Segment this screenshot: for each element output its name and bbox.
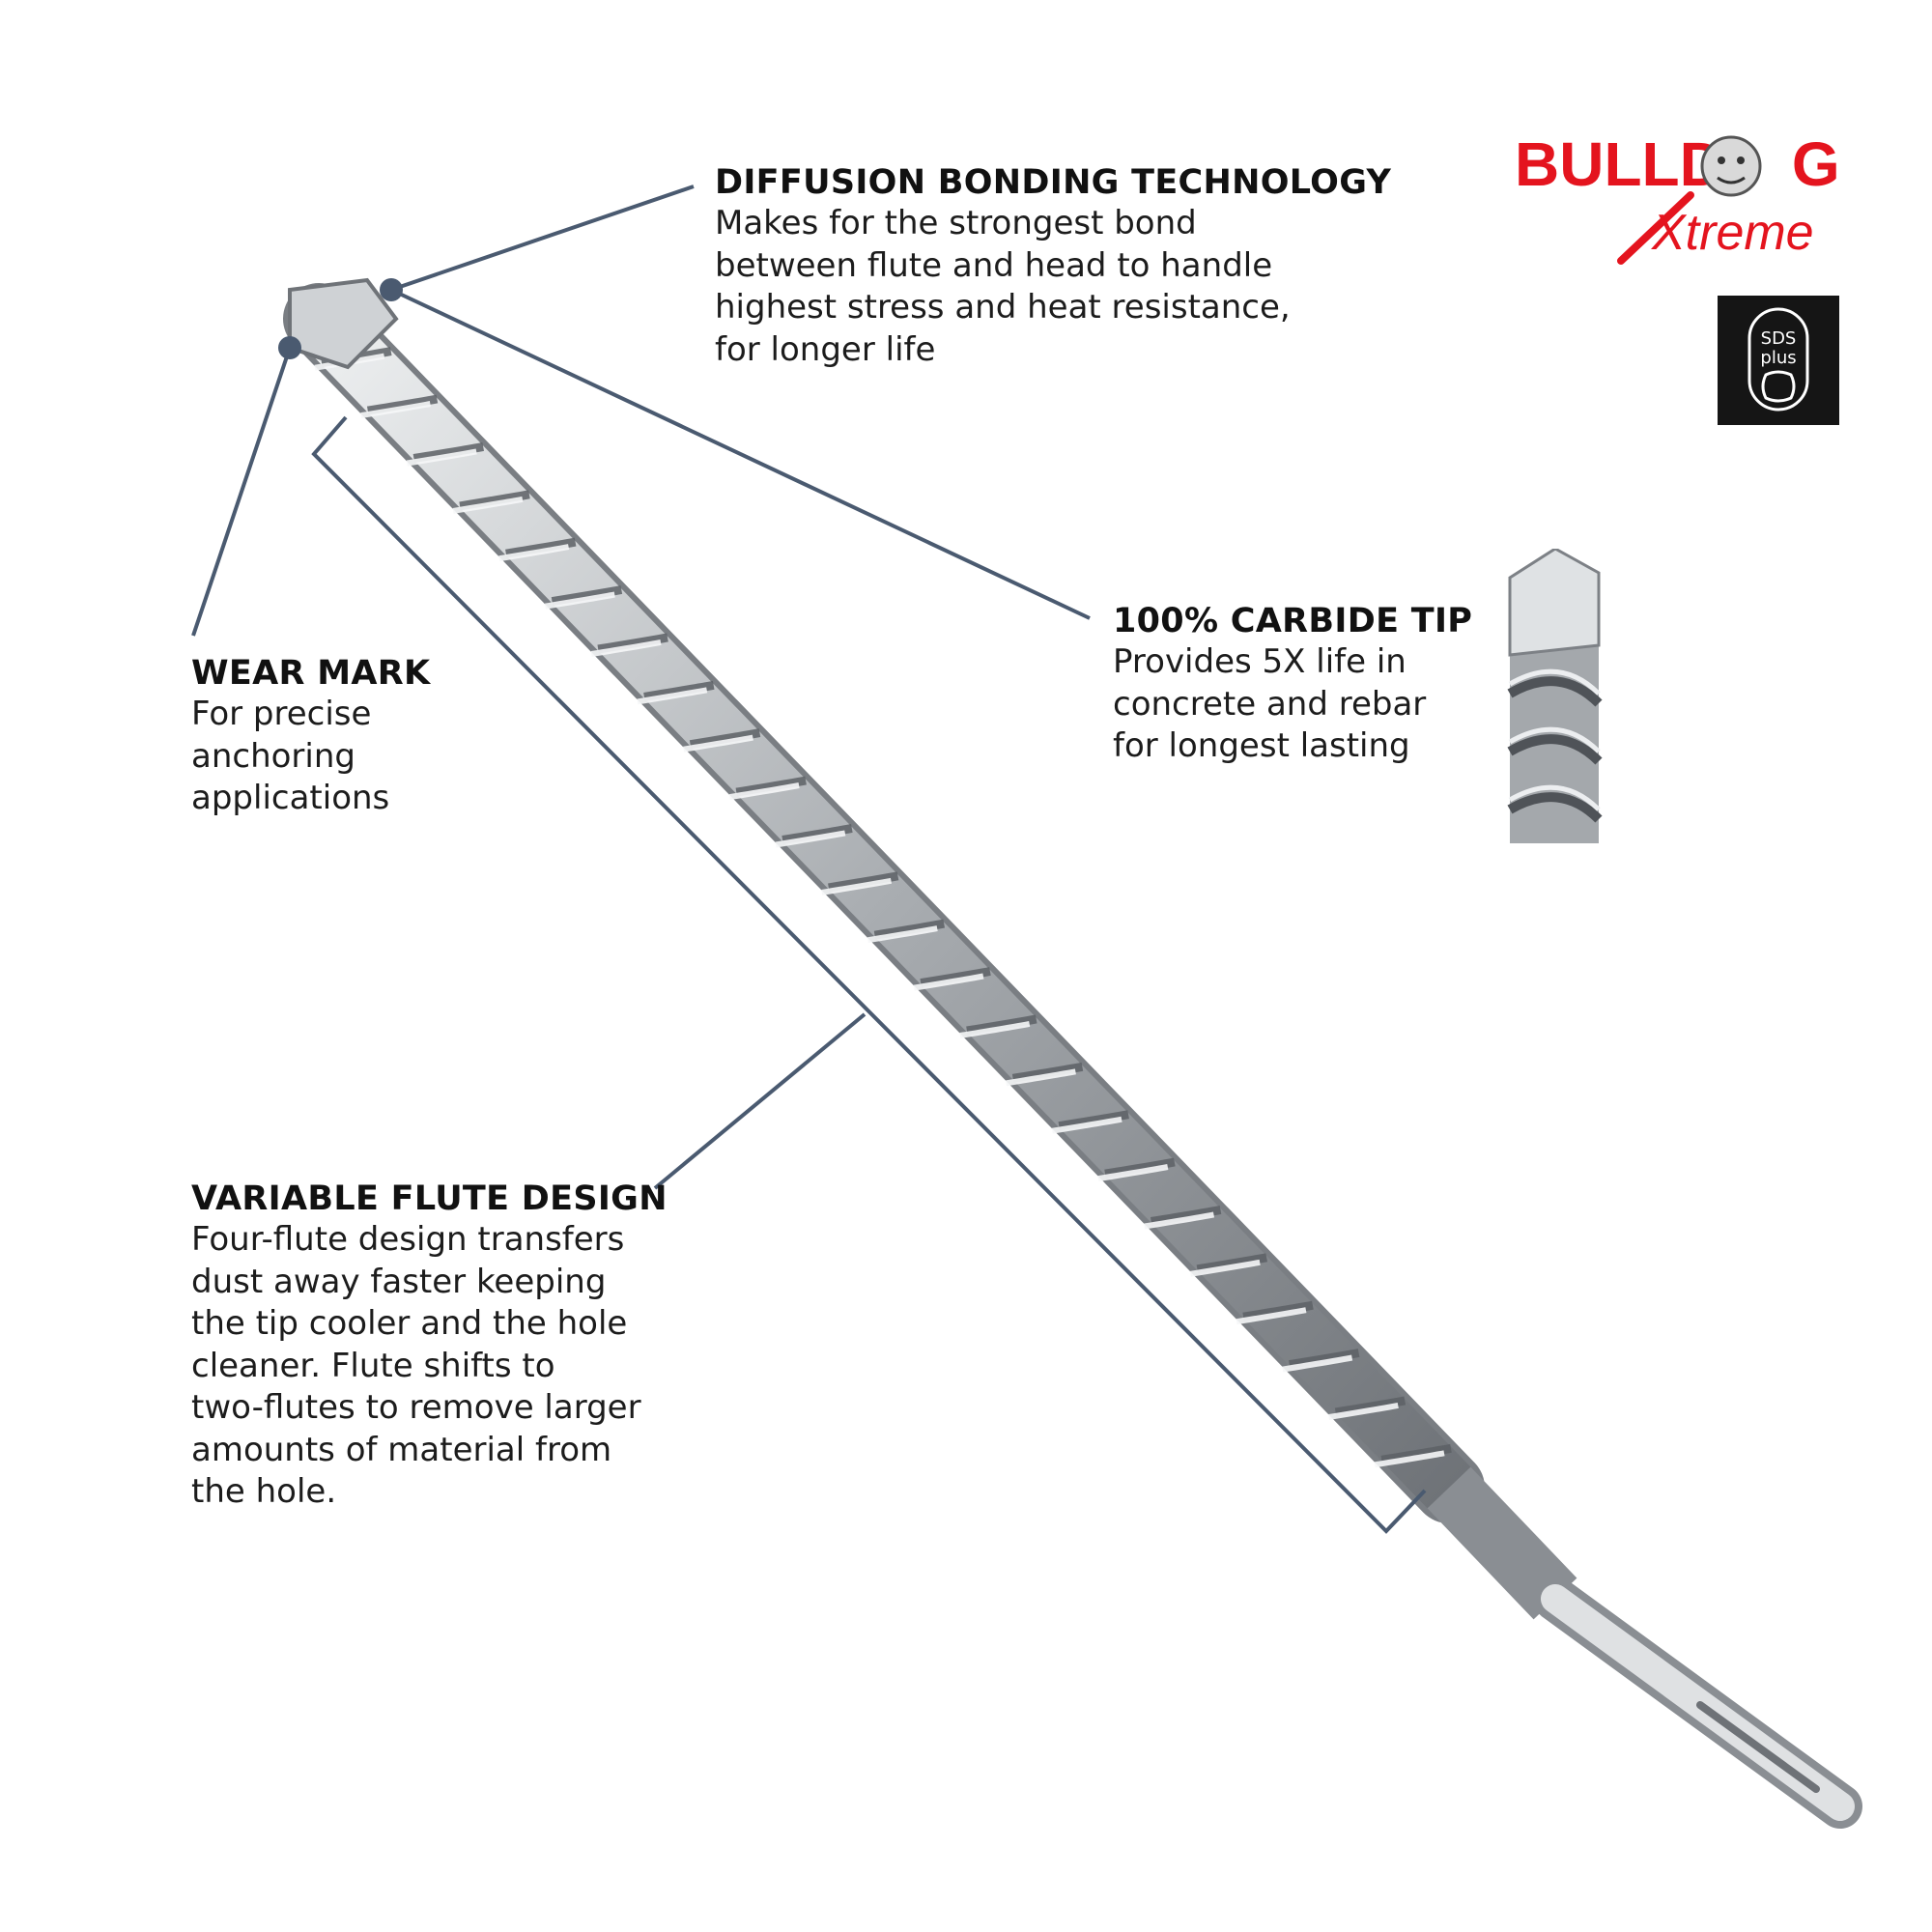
flute-highlight — [728, 782, 800, 801]
flute-highlight — [545, 591, 615, 610]
svg-text:SDS: SDS — [1761, 328, 1797, 349]
leader-wear — [191, 347, 292, 637]
callout-title: VARIABLE FLUTE DESIGN — [191, 1179, 668, 1218]
flute-groove — [1242, 1300, 1314, 1321]
callout-description: For precise anchoring applications — [191, 695, 390, 817]
leader-lines — [191, 185, 1427, 1534]
flute-highlight — [821, 877, 893, 895]
callout-title: DIFFUSION BONDING TECHNOLOGY — [715, 163, 1392, 202]
flute-highlight — [452, 496, 524, 514]
marker-diffusion — [380, 278, 403, 301]
flute-highlight — [406, 448, 477, 467]
flute-groove — [920, 967, 991, 988]
flute-groove — [551, 585, 623, 607]
flute-groove — [459, 490, 530, 511]
flute-groove — [689, 728, 761, 750]
flute-highlight — [1051, 1116, 1122, 1134]
flute-groove — [1104, 1157, 1176, 1179]
flute-highlight — [867, 925, 938, 944]
leader-diffusion — [390, 185, 695, 292]
flute-highlight — [913, 973, 984, 991]
flute-groove — [643, 680, 715, 701]
flute-highlight — [1144, 1211, 1215, 1230]
shank-profile-icon — [1761, 370, 1796, 403]
svg-text:plus: plus — [1760, 348, 1796, 368]
callout-description: Makes for the strongest bond between flu… — [715, 204, 1291, 369]
sds-plus-badge: SDS plus — [1718, 296, 1839, 425]
leader-flute-bracket — [311, 415, 1427, 1534]
bulldog-head-icon — [1700, 135, 1762, 197]
flute-highlight — [1236, 1307, 1307, 1325]
callout-description: Four-flute design transfers dust away fa… — [191, 1220, 641, 1511]
carbide-tip-closeup — [1507, 549, 1603, 843]
flute-groove — [735, 776, 807, 797]
flute-groove — [1289, 1349, 1360, 1370]
logo-word-xtreme: Xtreme — [1651, 205, 1814, 261]
flute-highlight — [1328, 1402, 1399, 1420]
callout-description: Provides 5X life in concrete and rebar f… — [1113, 642, 1427, 765]
callout-wear-mark: WEAR MARK For precise anchoring applicat… — [191, 653, 430, 820]
flute-groove — [1380, 1443, 1452, 1464]
flute-highlight — [637, 687, 708, 705]
flute-groove — [366, 394, 439, 415]
flute-groove — [1150, 1205, 1222, 1226]
flute-groove — [1058, 1110, 1129, 1131]
drill-bit — [283, 277, 1862, 1829]
callout-title: WEAR MARK — [191, 654, 431, 693]
flute-highlight — [683, 734, 753, 753]
callout-title: 100% CARBIDE TIP — [1113, 602, 1473, 640]
flute-highlight — [775, 830, 846, 848]
leader-carbide — [390, 288, 1091, 620]
marker-wear — [278, 336, 301, 359]
flute-highlight — [1282, 1354, 1353, 1373]
flute-highlight — [1097, 1164, 1169, 1182]
flute-groove — [966, 1014, 1037, 1036]
flute-highlight — [1374, 1450, 1445, 1468]
flute-groove — [1196, 1253, 1268, 1274]
callout-variable-flute: VARIABLE FLUTE DESIGN Four-flute design … — [191, 1179, 668, 1514]
callout-diffusion-bonding: DIFFUSION BONDING TECHNOLOGY Makes for t… — [715, 162, 1391, 371]
flute-highlight — [498, 544, 570, 562]
flute-groove — [412, 441, 485, 463]
flute-groove — [597, 633, 668, 654]
flute-highlight — [959, 1020, 1031, 1038]
flute-groove — [781, 823, 853, 844]
leader-flute — [653, 1012, 867, 1190]
flute-highlight — [590, 639, 662, 657]
flute-groove — [873, 919, 946, 940]
flute-groove — [1011, 1062, 1084, 1083]
flute-groove — [828, 871, 899, 893]
flute-groove — [505, 537, 577, 558]
flute-highlight — [360, 401, 431, 419]
flute-highlight — [1189, 1259, 1261, 1277]
flute-highlight — [1006, 1068, 1076, 1087]
flute-groove — [1334, 1396, 1406, 1417]
flute-highlight — [314, 353, 385, 371]
callout-carbide-tip: 100% CARBIDE TIP Provides 5X life in con… — [1113, 601, 1472, 768]
